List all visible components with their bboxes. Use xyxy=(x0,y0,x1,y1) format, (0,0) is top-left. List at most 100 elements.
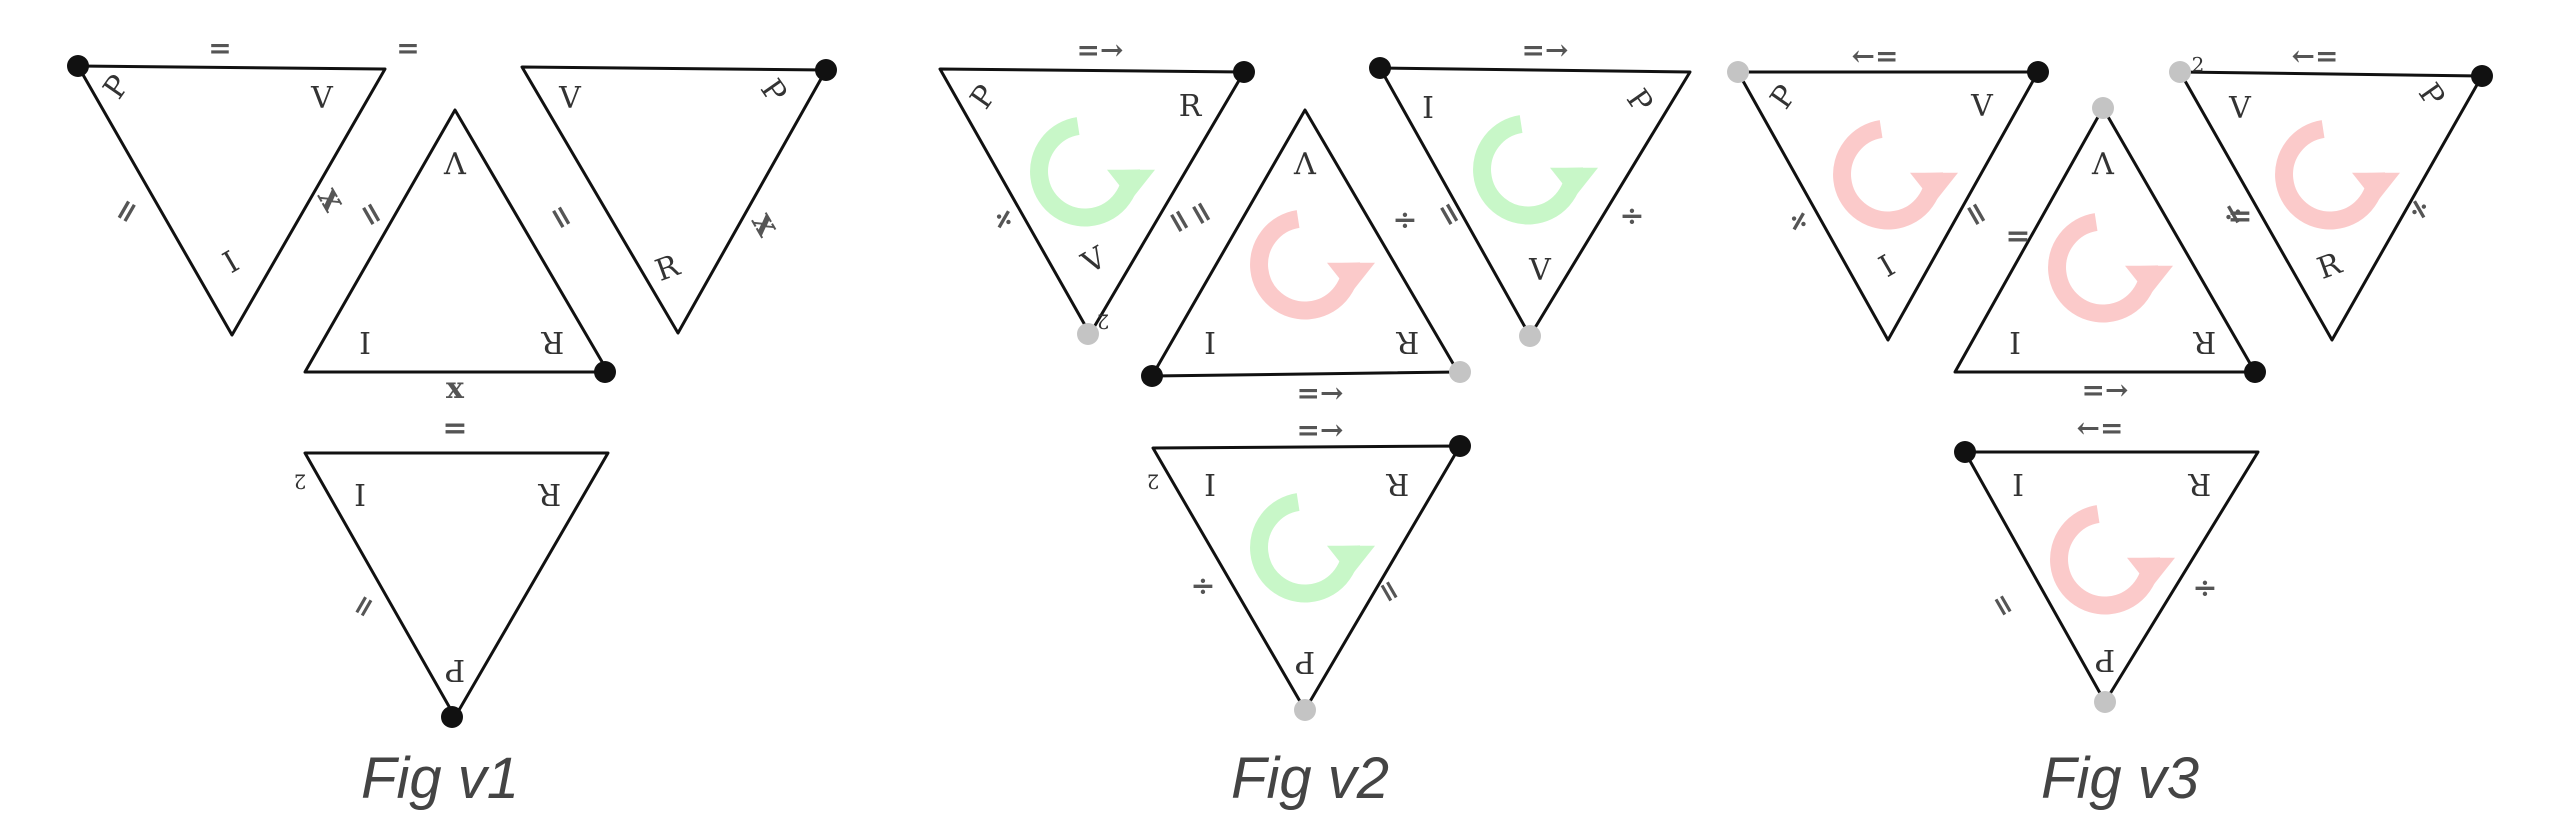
vertex-label: V xyxy=(1970,89,1994,124)
vertex-label: I xyxy=(359,324,371,359)
figure-caption: Fig v1 xyxy=(361,746,519,811)
edge-mark: =→ xyxy=(1077,34,1124,67)
rotate-cw-arrow-red-icon xyxy=(2048,213,2173,323)
triangle: V P R xyxy=(520,59,837,335)
vertex-label: R xyxy=(540,324,564,359)
vertex-dot-black xyxy=(1449,435,1471,457)
vertex-label: P xyxy=(964,79,1004,116)
triangle-outline xyxy=(1151,444,1462,712)
vertex-label: V xyxy=(2091,144,2115,179)
rotate-cw-arrow-red-icon xyxy=(1833,120,1958,230)
edge-mark: x xyxy=(446,371,465,406)
vertex-label: V xyxy=(310,81,334,116)
corner-glyph: 2 xyxy=(1097,310,1110,334)
edge-mark: ÷ xyxy=(2192,571,2217,606)
triangle-outline xyxy=(938,67,1246,336)
edge-mark: = xyxy=(540,198,583,237)
vertex-label: I xyxy=(354,476,366,511)
vertex-label: R xyxy=(651,248,686,289)
vertex-dot-black xyxy=(1141,365,1163,387)
edge-mark: ÷ xyxy=(1190,569,1215,604)
vertex-dot-black xyxy=(594,361,616,383)
vertex-dot-black xyxy=(815,59,837,81)
vertex-dot-black xyxy=(2027,61,2049,83)
triangle-outline xyxy=(303,108,610,374)
rotate-cw-arrow-green-icon xyxy=(1030,117,1155,227)
edge-mark: = xyxy=(396,32,419,65)
rotate-cw-arrow-green-icon xyxy=(1473,115,1598,225)
vertex-label: I xyxy=(1204,324,1216,359)
edge-mark: ÷ xyxy=(1392,203,1417,238)
vertex-label: P xyxy=(753,73,793,110)
triangle: V R I xyxy=(1141,108,1471,387)
vertex-dot-black xyxy=(2471,65,2493,87)
vertex-dot-grey xyxy=(1727,61,1749,83)
vertex-label: R xyxy=(537,476,561,511)
vertex-label: P xyxy=(1295,644,1315,679)
vertex-dot-black xyxy=(1369,57,1391,79)
rotate-cw-arrow-red-icon xyxy=(2050,505,2175,615)
rotate-cw-arrow-green-icon xyxy=(1250,493,1375,603)
triangle-outline xyxy=(2178,70,2484,342)
edge-mark: ←= xyxy=(2077,412,2124,445)
figure-caption: Fig v3 xyxy=(2041,746,2199,811)
triangle-outline xyxy=(1378,66,1692,338)
edge-mark: = xyxy=(343,588,383,625)
vertex-label: R xyxy=(2187,466,2211,501)
vertex-label: P xyxy=(2095,642,2115,677)
triangle: V R I xyxy=(1953,97,2266,383)
edge-mark: ÷ xyxy=(2398,190,2441,229)
vertex-dot-black xyxy=(1233,61,1255,83)
triangle: V R I xyxy=(303,108,616,383)
vertex-label: I xyxy=(2009,324,2021,359)
vertex-dot-black xyxy=(441,706,463,728)
vertex-label: V xyxy=(443,144,467,179)
vertex-dot-grey xyxy=(1449,361,1471,383)
vertex-dot-black xyxy=(1954,441,1976,463)
edge-mark: = xyxy=(2005,219,2030,254)
vertex-label: V xyxy=(558,81,582,116)
corner-glyph: 2 xyxy=(1147,470,1160,494)
triangle: P V I xyxy=(1727,61,2049,342)
edge-mark: = xyxy=(442,411,467,446)
edge-mark: ←= xyxy=(1852,40,1899,73)
vertex-dot-grey xyxy=(2094,691,2116,713)
edge-mark: =→ xyxy=(1522,34,1569,67)
vertex-label: V xyxy=(1075,239,1113,281)
vertex-label: P xyxy=(1764,79,1804,116)
vertex-label: I xyxy=(217,245,245,281)
vertex-label: V xyxy=(1528,253,1552,288)
edge-mark: = xyxy=(208,32,231,65)
vertex-label: P xyxy=(1619,83,1659,120)
edge-mark: = xyxy=(105,192,148,231)
vertex-dot-grey xyxy=(2092,97,2114,119)
triangle-outline xyxy=(1736,70,2040,342)
vertex-label: I xyxy=(1204,466,1216,501)
rotate-cw-arrow-red-icon xyxy=(2275,120,2400,230)
rotate-cw-arrow-red-icon xyxy=(1250,210,1375,320)
edge-mark: =→ xyxy=(1297,377,1344,410)
vertex-label: I xyxy=(1873,249,1901,285)
triangle-outline xyxy=(76,64,387,337)
vertex-label: V xyxy=(1293,144,1317,179)
vertex-label: P xyxy=(445,652,465,687)
triangle: I R P xyxy=(303,451,610,728)
vertex-dot-grey xyxy=(2169,61,2191,83)
vertex-label: R xyxy=(2313,246,2348,287)
vertex-dot-black xyxy=(2244,361,2266,383)
vertex-label: R xyxy=(1395,324,1419,359)
vertex-label: R xyxy=(2192,324,2216,359)
figure-caption: Fig v2 xyxy=(1231,746,1389,811)
vertex-label: V xyxy=(2228,91,2252,126)
vertex-dot-grey xyxy=(1077,323,1099,345)
corner-glyph: 2 xyxy=(2192,53,2205,77)
vertex-dot-grey xyxy=(1519,325,1541,347)
triangle-outline xyxy=(1150,108,1460,378)
